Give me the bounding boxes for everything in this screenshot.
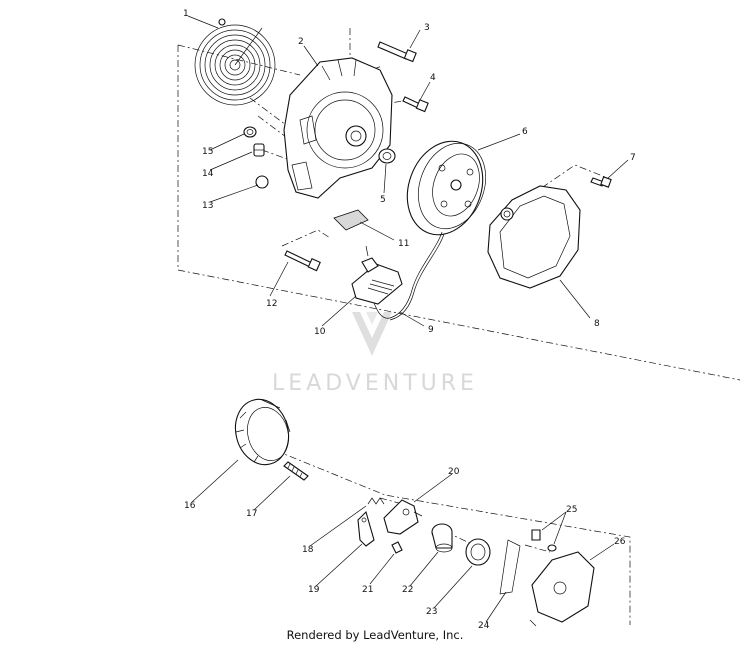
bolt-3 <box>377 41 417 63</box>
pawl-19 <box>357 510 375 547</box>
callout-21: 21 <box>362 585 373 595</box>
callout-15: 15 <box>202 147 213 157</box>
lock-lever <box>383 499 423 535</box>
ring-gear <box>234 398 291 466</box>
callout-23: 23 <box>426 607 437 617</box>
washer-15 <box>243 126 257 138</box>
collar-13 <box>255 175 269 189</box>
callout-20: 20 <box>448 467 460 477</box>
starter-handle <box>351 245 403 305</box>
callout-labels: 1 2 3 4 5 6 7 8 9 10 11 12 13 14 15 16 1… <box>183 9 636 631</box>
leadventure-watermark: LEADVENTURE <box>272 312 478 396</box>
callout-11: 11 <box>398 239 409 249</box>
pin-21 <box>391 541 403 554</box>
callout-14: 14 <box>202 169 214 179</box>
callout-12: 12 <box>266 299 277 309</box>
bolt-17 <box>283 461 309 481</box>
starter-housing <box>283 57 393 199</box>
bolt-4 <box>402 96 429 113</box>
callout-5: 5 <box>380 195 386 205</box>
rope-guide <box>333 209 369 231</box>
callout-2: 2 <box>298 37 304 47</box>
cover-plate-26 <box>529 551 595 627</box>
footer-credit: Rendered by LeadVenture, Inc. <box>286 628 464 642</box>
starter-rope-strand <box>389 233 445 321</box>
callout-6: 6 <box>522 127 528 137</box>
bushing <box>378 148 396 164</box>
screw-25a <box>531 529 541 541</box>
callout-9: 9 <box>428 325 434 335</box>
callout-10: 10 <box>314 327 326 337</box>
leader-lines <box>187 15 629 623</box>
spring-18 <box>367 497 385 505</box>
callout-1: 1 <box>183 9 189 19</box>
starter-cover <box>487 185 581 289</box>
callout-18: 18 <box>302 545 314 555</box>
bolt-7 <box>590 176 612 188</box>
callout-4: 4 <box>430 73 436 83</box>
callout-3: 3 <box>424 23 430 33</box>
bolt-12 <box>284 250 321 272</box>
callout-7: 7 <box>630 153 636 163</box>
seal-23 <box>465 538 491 566</box>
recoil-spring <box>194 18 276 106</box>
starter-rope <box>371 231 443 319</box>
callout-16: 16 <box>184 501 196 511</box>
callout-19: 19 <box>308 585 320 595</box>
spring-clip-24 <box>499 539 521 595</box>
callout-24: 24 <box>478 621 490 631</box>
callout-17: 17 <box>246 509 257 519</box>
rope-pulley <box>406 140 486 236</box>
collar-22 <box>431 523 453 553</box>
callout-25: 25 <box>566 505 577 515</box>
callout-13: 13 <box>202 201 213 211</box>
callout-26: 26 <box>614 537 626 547</box>
watermark-text: LEADVENTURE <box>272 371 478 396</box>
fitting-14 <box>253 143 265 157</box>
callout-8: 8 <box>594 319 600 329</box>
callout-22: 22 <box>402 585 413 595</box>
screw-25b <box>547 544 557 552</box>
